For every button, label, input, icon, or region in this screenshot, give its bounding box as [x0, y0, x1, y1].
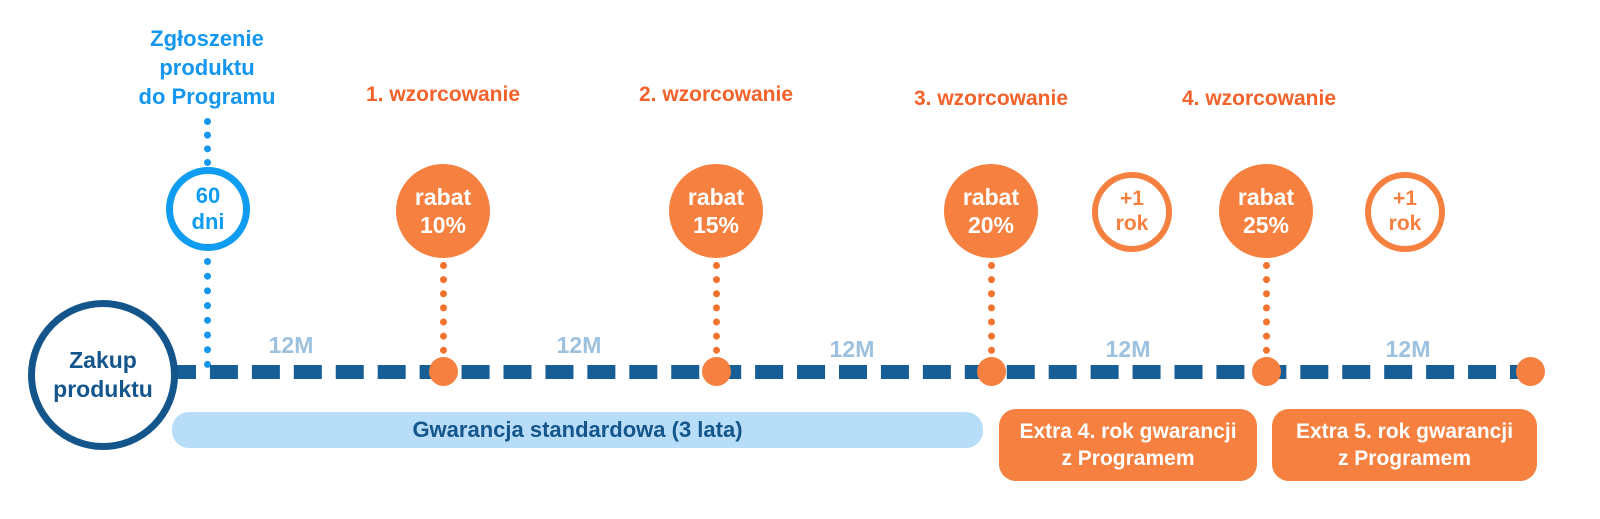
bar-extra-year-5-line2: z Programem	[1337, 447, 1472, 470]
node-purchase-line1: Zakup	[69, 346, 137, 373]
node-rabat-25: rabat 25%	[1219, 164, 1313, 258]
node-extra-year-1-line1: +1	[1120, 187, 1144, 211]
bar-extra-year-5-line1: Extra 5. rok gwarancji	[1295, 419, 1514, 443]
header-submission-line1: Zgłoszenie	[150, 26, 264, 51]
node-purchase: Zakup produktu	[28, 300, 178, 450]
connector-days-to-axis	[204, 258, 218, 368]
node-rabat-20: rabat 20%	[944, 164, 1038, 258]
axis-dot-end	[1516, 357, 1545, 386]
node-extra-year-2: +1 rok	[1365, 172, 1445, 252]
bar-extra-year-5: Extra 5. rok gwarancji z Programem	[1272, 409, 1537, 481]
axis-dot-rabat10	[429, 357, 458, 386]
node-purchase-line2: produktu	[53, 376, 153, 402]
node-rabat-15: rabat 15%	[669, 164, 763, 258]
header-calibration-4: 4. wzorcowanie	[1181, 87, 1337, 110]
node-rabat-15-line1: rabat	[687, 183, 745, 210]
node-rabat-25-line2: 25%	[1242, 212, 1290, 238]
timeline-axis	[168, 365, 1538, 379]
gap-label-3: 12M	[829, 336, 875, 362]
header-submission-line2: produktu	[159, 55, 255, 81]
header-calibration-1: 1. wzorcowanie	[365, 83, 521, 106]
node-60-days: 60 dni	[166, 167, 250, 251]
node-60-days-line1: 60	[195, 183, 221, 209]
node-rabat-20-line1: rabat	[962, 183, 1020, 210]
header-calibration-3: 3. wzorcowanie	[913, 87, 1069, 110]
header-submission: Zgłoszenie produktu do Programu	[117, 24, 297, 111]
gap-label-5: 12M	[1385, 336, 1431, 362]
gap-label-1: 12M	[268, 332, 314, 358]
node-rabat-25-line1: rabat	[1237, 183, 1295, 210]
bar-extra-year-4-line2: z Programem	[1061, 447, 1195, 470]
node-extra-year-1-line2: rok	[1115, 212, 1149, 235]
axis-dot-rabat25	[1252, 357, 1281, 386]
connector-rabat25-to-axis	[1263, 262, 1277, 368]
axis-dot-rabat15	[702, 357, 731, 386]
connector-rabat10-to-axis	[440, 262, 454, 368]
bar-extra-year-4: Extra 4. rok gwarancji z Programem	[999, 409, 1257, 481]
node-60-days-line2: dni	[191, 209, 225, 234]
connector-rabat20-to-axis	[988, 262, 1002, 368]
bar-extra-year-4-line1: Extra 4. rok gwarancji	[1019, 419, 1237, 443]
gap-label-4: 12M	[1105, 336, 1151, 362]
node-rabat-10-line2: 10%	[419, 212, 467, 238]
connector-rabat15-to-axis	[713, 262, 727, 368]
node-rabat-10: rabat 10%	[396, 164, 490, 258]
node-extra-year-2-line2: rok	[1388, 212, 1422, 235]
header-submission-line3: do Programu	[138, 84, 276, 110]
axis-dot-rabat20	[977, 357, 1006, 386]
node-rabat-10-line1: rabat	[414, 183, 472, 210]
node-extra-year-2-line1: +1	[1393, 187, 1417, 211]
bar-standard-warranty: Gwarancja standardowa (3 lata)	[172, 412, 983, 448]
header-calibration-2: 2. wzorcowanie	[638, 83, 794, 106]
node-rabat-20-line2: 20%	[967, 212, 1015, 238]
gap-label-2: 12M	[556, 332, 602, 358]
connector-submission-to-days	[204, 118, 218, 166]
node-rabat-15-line2: 15%	[692, 212, 740, 238]
node-extra-year-1: +1 rok	[1092, 172, 1172, 252]
